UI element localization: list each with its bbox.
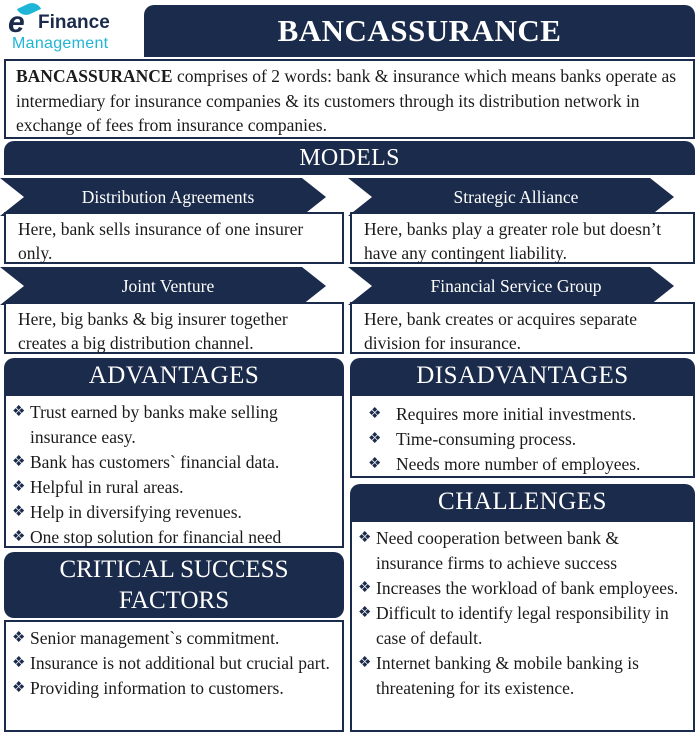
diamond-bullet-icon: ❖ (12, 529, 26, 545)
model-joint-venture-title: Joint Venture (0, 267, 326, 305)
logo-letter: e (8, 6, 25, 39)
diamond-bullet-icon: ❖ (368, 456, 382, 472)
model-financial-service-group-text: Here, bank creates or acquires separate … (350, 302, 695, 354)
list-item-text: Help in diversifying revenues. (30, 502, 242, 522)
list-item-text: One stop solution for financial need (30, 527, 282, 547)
model-title-text: Distribution Agreements (81, 186, 255, 207)
list-item: ❖One stop solution for financial need (12, 525, 336, 550)
list-item-text: Providing information to customers. (30, 678, 284, 698)
list-item: ❖Trust earned by banks make selling insu… (12, 400, 336, 450)
csf-list: ❖Senior management`s commitment. ❖Insura… (12, 626, 336, 701)
diamond-bullet-icon: ❖ (368, 431, 382, 447)
logo-line-2: Management (12, 35, 109, 52)
diamond-bullet-icon: ❖ (358, 605, 372, 621)
diamond-bullet-icon: ❖ (368, 406, 382, 422)
list-item-text: Trust earned by banks make selling insur… (30, 402, 278, 447)
list-item-text: Increases the workload of bank employees… (376, 578, 679, 598)
list-item: ❖ Needs more number of employees. (360, 452, 685, 477)
model-title-text: Joint Venture (121, 275, 215, 296)
list-item-text: Bank has customers` financial data. (30, 452, 280, 472)
challenges-heading: CHALLENGES (350, 484, 695, 520)
models-heading: MODELS (4, 141, 695, 175)
diamond-bullet-icon: ❖ (12, 504, 26, 520)
list-item: ❖Increases the workload of bank employee… (358, 576, 687, 601)
model-financial-service-group-title: Financial Service Group (348, 267, 674, 305)
intro-box: BANCASSURANCE comprises of 2 words: bank… (4, 59, 695, 139)
advantages-list: ❖Trust earned by banks make selling insu… (12, 400, 336, 550)
list-item: ❖Help in diversifying revenues. (12, 500, 336, 525)
list-item-text: Helpful in rural areas. (30, 477, 184, 497)
list-item-text: Insurance is not additional but crucial … (30, 653, 330, 673)
challenges-list-box: ❖Need cooperation between bank & insuran… (350, 520, 695, 732)
list-item: ❖ Time-consuming process. (360, 427, 685, 452)
list-item: ❖Senior management`s commitment. (12, 626, 336, 651)
list-item-text: Time-consuming process. (396, 429, 577, 449)
model-joint-venture-text: Here, big banks & big insurer together c… (4, 302, 344, 354)
diamond-bullet-icon: ❖ (358, 530, 372, 546)
page-title: BANCASSURANCE (144, 5, 695, 57)
model-title-text: Financial Service Group (430, 275, 602, 296)
diamond-bullet-icon: ❖ (12, 630, 26, 646)
advantages-heading: ADVANTAGES (4, 358, 344, 394)
list-item: ❖Internet banking & mobile banking is th… (358, 651, 687, 701)
critical-success-factors-heading: CRITICAL SUCCESS FACTORS (4, 552, 344, 618)
diamond-bullet-icon: ❖ (12, 479, 26, 495)
intro-text: comprises of 2 words: bank & insurance w… (16, 66, 677, 135)
list-item: ❖Insurance is not additional but crucial… (12, 651, 336, 676)
diamond-bullet-icon: ❖ (358, 580, 372, 596)
model-distribution-agreements-text: Here, bank sells insurance of one insure… (4, 212, 344, 264)
list-item-text: Senior management`s commitment. (30, 628, 280, 648)
list-item-text: Need cooperation between bank & insuranc… (376, 528, 619, 573)
efinance-logo: e Finance Management (4, 0, 142, 58)
challenges-list: ❖Need cooperation between bank & insuran… (358, 526, 687, 701)
list-item: ❖Providing information to customers. (12, 676, 336, 701)
diamond-bullet-icon: ❖ (358, 655, 372, 671)
advantages-list-box: ❖Trust earned by banks make selling insu… (4, 394, 344, 548)
list-item-text: Internet banking & mobile banking is thr… (376, 653, 639, 698)
disadvantages-heading: DISADVANTAGES (350, 358, 695, 394)
model-strategic-alliance-text: Here, banks play a greater role but does… (350, 212, 695, 264)
disadvantages-list: ❖ Requires more initial investments. ❖ Tim… (360, 402, 685, 477)
list-item-text: Difficult to identify legal responsibili… (376, 603, 669, 648)
model-title-text: Strategic Alliance (453, 186, 579, 207)
list-item: ❖Helpful in rural areas. (12, 475, 336, 500)
diamond-bullet-icon: ❖ (12, 404, 26, 420)
list-item: ❖Difficult to identify legal responsibil… (358, 601, 687, 651)
list-item-text: Requires more initial investments. (396, 404, 637, 424)
list-item-text: Needs more number of employees. (396, 454, 641, 474)
list-item: ❖Need cooperation between bank & insuran… (358, 526, 687, 576)
logo-line-1: Finance (38, 12, 110, 33)
disadvantages-list-box: ❖ Requires more initial investments. ❖ Tim… (350, 394, 695, 478)
diamond-bullet-icon: ❖ (12, 680, 26, 696)
list-item: ❖Bank has customers` financial data. (12, 450, 336, 475)
diamond-bullet-icon: ❖ (12, 655, 26, 671)
intro-bold: BANCASSURANCE (16, 66, 173, 86)
model-strategic-alliance-title: Strategic Alliance (348, 178, 674, 216)
csf-list-box: ❖Senior management`s commitment. ❖Insura… (4, 620, 344, 732)
list-item: ❖ Requires more initial investments. (360, 402, 685, 427)
diamond-bullet-icon: ❖ (12, 454, 26, 470)
model-distribution-agreements-title: Distribution Agreements (0, 178, 326, 216)
